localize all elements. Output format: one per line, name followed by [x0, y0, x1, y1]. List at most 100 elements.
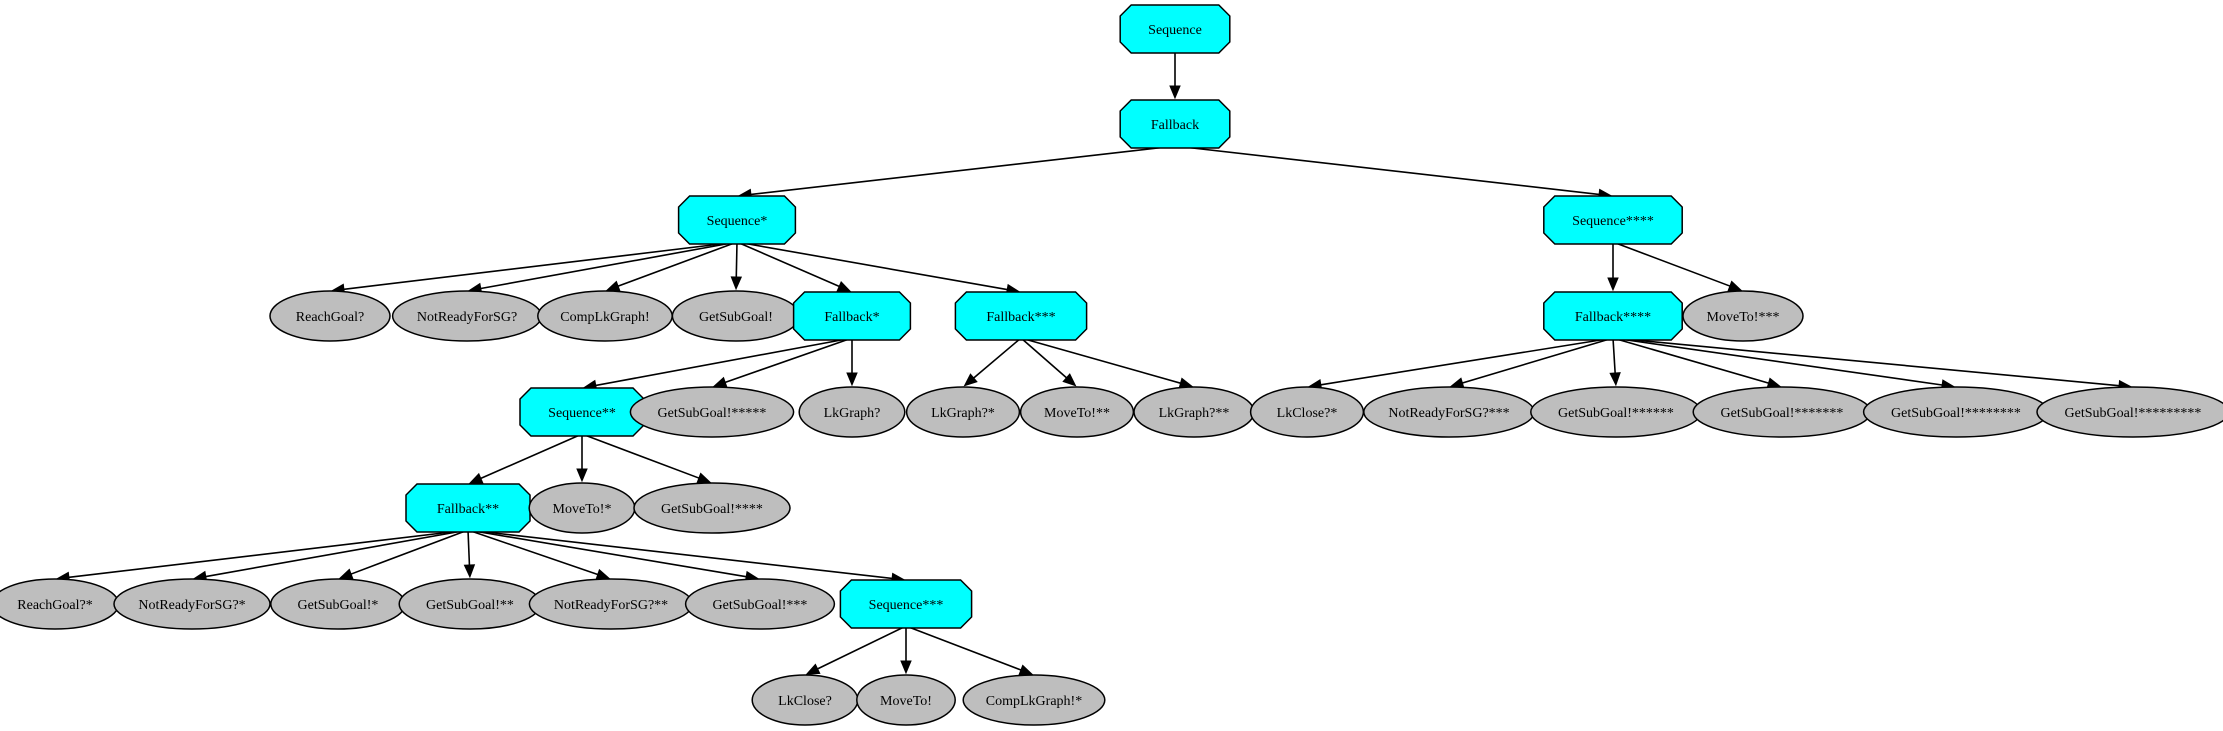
leaf-node-notreadyforsg: NotReadyForSG?** [528, 578, 694, 630]
ellipse-shape [269, 290, 391, 342]
node-label: ReachGoal?* [17, 598, 92, 613]
edge-fallback-to-getsubgoal [350, 529, 469, 575]
node-label: Fallback**** [1575, 310, 1651, 325]
arrowhead [730, 276, 743, 291]
arrowhead [836, 280, 852, 292]
leaf-node-getsubgoal: GetSubGoal!******** [1862, 386, 2050, 438]
edge-fallback-to-notreadyforsg [467, 529, 599, 576]
leaf-node-getsubgoal: GetSubGoal!*** [684, 578, 836, 630]
leaf-node-moveto: MoveTo! [856, 674, 956, 726]
edge-sequence-to-fallback [736, 241, 840, 288]
node-label: CompLkGraph!* [986, 694, 1082, 709]
edge-sequence-to-reachgoal [343, 241, 738, 291]
leaf-node-getsubgoal: GetSubGoal!** [398, 578, 542, 630]
arrowhead [696, 472, 712, 484]
node-label: GetSubGoal!******* [1721, 406, 1844, 421]
control-node-sequence: Sequence*** [839, 579, 973, 629]
arrowhead [463, 564, 476, 579]
node-label: Sequence [1148, 23, 1202, 38]
control-node-sequence: Sequence**** [1543, 195, 1683, 245]
control-node-fallback: Fallback**** [1543, 291, 1683, 341]
control-node-sequence: Sequence [1119, 4, 1231, 54]
arrowhead [963, 373, 978, 387]
node-label: MoveTo!* [553, 502, 612, 517]
node-label: CompLkGraph! [560, 310, 649, 325]
ellipse-shape [856, 674, 956, 726]
leaf-node-moveto: MoveTo!*** [1682, 290, 1804, 342]
octagon-shape [792, 291, 912, 341]
octagon-shape [1543, 291, 1683, 341]
edge-fallback-to-lkclose [1320, 337, 1614, 386]
leaf-node-getsubgoal: GetSubGoal!****** [1530, 386, 1702, 438]
node-label: Fallback* [824, 310, 879, 325]
edge-fallback-to-sequence [750, 145, 1176, 196]
edge-sequence-to-complkgraph [617, 241, 738, 287]
leaf-node-getsubgoal: GetSubGoal!***** [629, 386, 795, 438]
node-label: NotReadyForSG? [417, 310, 517, 325]
control-node-fallback: Fallback** [405, 483, 531, 533]
node-label: Sequence* [707, 214, 768, 229]
control-node-fallback: Fallback [1119, 99, 1231, 149]
edge-sequence-to-moveto [1612, 241, 1731, 287]
ellipse-shape [1682, 290, 1804, 342]
edge-sequence-to-notreadyforsg [480, 241, 738, 290]
edge-sequence-to-getsubgoal [581, 433, 700, 479]
node-label: GetSubGoal!* [298, 598, 379, 613]
node-label: GetSubGoal!**** [661, 502, 763, 517]
arrowhead [846, 372, 858, 387]
leaf-node-notreadyforsg: NotReadyForSG? [391, 290, 543, 342]
node-label: LkClose?* [1277, 406, 1338, 421]
arrowhead [1727, 280, 1743, 292]
arrowhead [468, 472, 484, 484]
arrowhead [712, 376, 728, 388]
edge-fallback-to-getsubgoal [1612, 337, 1616, 374]
node-label: LkClose? [778, 694, 832, 709]
node-label: Sequence** [548, 406, 616, 421]
ellipse-shape [113, 578, 271, 630]
node-label: MoveTo! [880, 694, 932, 709]
ellipse-shape [2036, 386, 2223, 438]
ellipse-shape [962, 674, 1106, 726]
octagon-shape [519, 387, 645, 437]
ellipse-shape [633, 482, 791, 534]
edge-sequence-to-complkgraph [905, 625, 1022, 671]
node-label: GetSubGoal!******** [1891, 406, 2021, 421]
leaf-node-lkclose: LkClose? [751, 674, 859, 726]
node-label: Fallback [1151, 118, 1199, 133]
node-label: MoveTo!*** [1707, 310, 1780, 325]
octagon-shape [1119, 99, 1231, 149]
node-label: LkGraph?** [1159, 406, 1230, 421]
arrowhead [1607, 277, 1619, 292]
node-label: ReachGoal? [296, 310, 364, 325]
node-label: Sequence*** [869, 598, 944, 613]
leaf-node-reachgoal: ReachGoal?* [0, 578, 120, 630]
edge-sequence-to-fallback [736, 241, 1008, 291]
edge-fallback-to-lkgraph [973, 337, 1022, 379]
arrowhead [1062, 373, 1077, 387]
arrowhead [900, 660, 912, 675]
arrowhead [595, 568, 611, 580]
node-label: GetSubGoal!****** [1558, 406, 1674, 421]
node-label: Fallback** [437, 502, 499, 517]
leaf-node-moveto: MoveTo!* [528, 482, 636, 534]
edge-fallback-to-notreadyforsg [1462, 337, 1614, 384]
control-node-sequence: Sequence* [677, 195, 797, 245]
edge-fallback-to-lkgraph [1020, 337, 1181, 384]
octagon-shape [405, 483, 531, 533]
leaf-node-notreadyforsg: NotReadyForSG?* [113, 578, 271, 630]
leaf-node-complkgraph: CompLkGraph! [537, 290, 673, 342]
edge-fallback-to-reachgoal [68, 529, 469, 579]
octagon-shape [954, 291, 1088, 341]
edge-fallback-to-sequence [595, 337, 853, 387]
ellipse-shape [798, 386, 906, 438]
arrowhead [338, 568, 354, 580]
leaf-node-notreadyforsg: NotReadyForSG?*** [1363, 386, 1535, 438]
node-label: Fallback*** [986, 310, 1055, 325]
octagon-shape [1543, 195, 1683, 245]
node-label: LkGraph?* [931, 406, 995, 421]
leaf-node-getsubgoal: GetSubGoal! [671, 290, 801, 342]
control-node-sequence: Sequence** [519, 387, 645, 437]
edge-fallback-to-getsubgoal [467, 529, 471, 566]
edge-fallback-to-getsubgoal [467, 529, 747, 578]
